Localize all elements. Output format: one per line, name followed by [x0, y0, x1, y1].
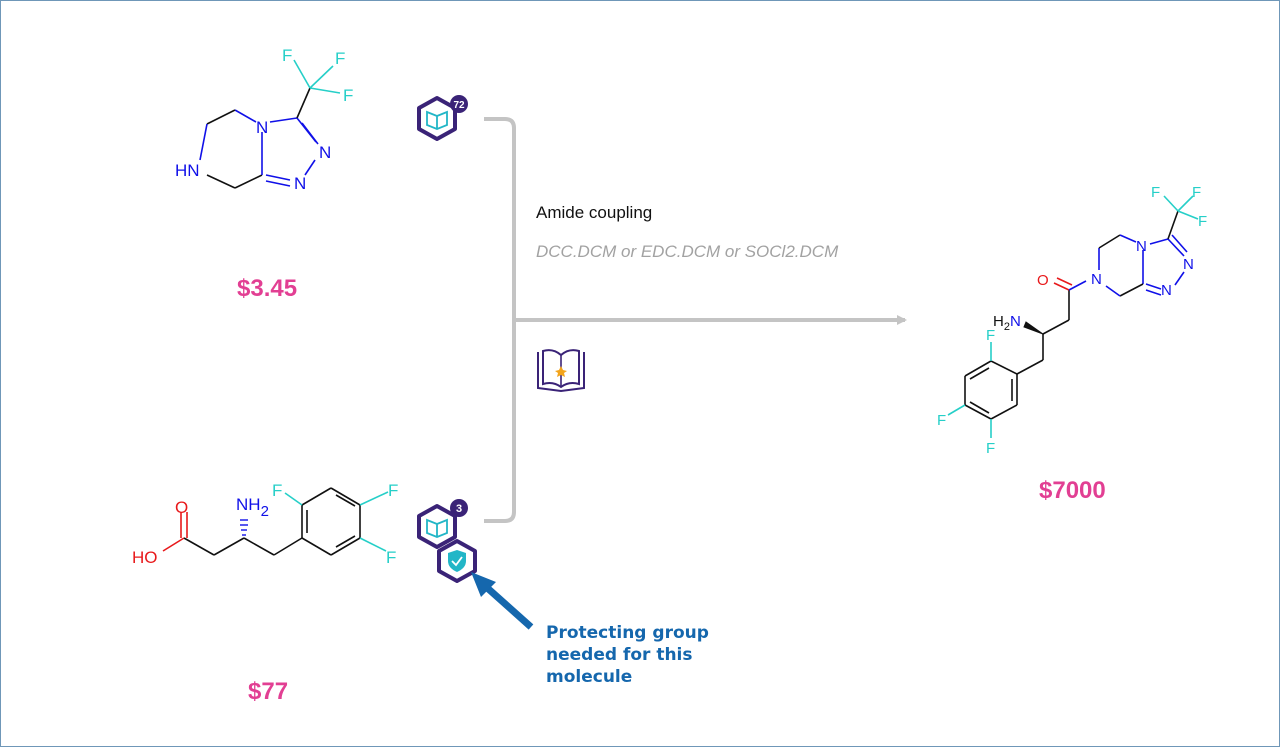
reaction-conditions: DCC.DCM or EDC.DCM or SOCl2.DCM: [536, 242, 839, 261]
literature-references-icon[interactable]: [417, 499, 468, 549]
atom-n: N: [1183, 256, 1194, 273]
atom-f: F: [1192, 184, 1201, 201]
atom-o: O: [175, 498, 188, 517]
atom-f: F: [1151, 184, 1160, 201]
protecting-group-shield-icon[interactable]: [437, 539, 477, 583]
callout-arrow: [471, 572, 534, 630]
atom-h2n: H2N: [993, 313, 1021, 333]
atom-f: F: [1198, 213, 1207, 230]
atom-n: N: [1161, 282, 1172, 299]
atom-n: N: [256, 118, 268, 137]
product-price: $7000: [1039, 477, 1106, 504]
reaction-arrow: [484, 117, 907, 523]
reference-count-badge: 72: [453, 100, 465, 111]
atom-f: F: [282, 46, 292, 65]
product-structure[interactable]: [947, 195, 1199, 438]
protecting-group-callout: Protecting group needed for this molecul…: [546, 623, 709, 687]
atom-nh2: NH2: [236, 495, 269, 520]
atom-f: F: [388, 481, 398, 500]
reference-book-star-icon[interactable]: [537, 349, 585, 393]
atom-f: F: [986, 440, 995, 457]
atom-f: F: [937, 412, 946, 429]
reaction-name: Amide coupling: [536, 203, 653, 222]
reference-count-badge: 3: [456, 503, 462, 515]
atom-n: N: [1136, 238, 1147, 255]
reactant-top-price: $3.45: [237, 275, 298, 302]
atom-f: F: [986, 327, 995, 344]
atom-f: F: [386, 548, 396, 567]
atom-n: N: [319, 143, 331, 162]
atom-o: O: [1037, 272, 1049, 289]
literature-references-icon[interactable]: [417, 95, 468, 141]
reactant-top-structure[interactable]: [199, 59, 341, 189]
atom-ho: HO: [132, 548, 158, 567]
atom-hn: HN: [175, 161, 200, 180]
atom-f: F: [272, 481, 282, 500]
atom-n: N: [1091, 271, 1102, 288]
reactant-bottom-price: $77: [248, 678, 289, 705]
reactant-bottom-structure[interactable]: [162, 487, 389, 556]
atom-n: N: [294, 174, 306, 193]
atom-f: F: [343, 86, 353, 105]
atom-f: F: [335, 49, 345, 68]
